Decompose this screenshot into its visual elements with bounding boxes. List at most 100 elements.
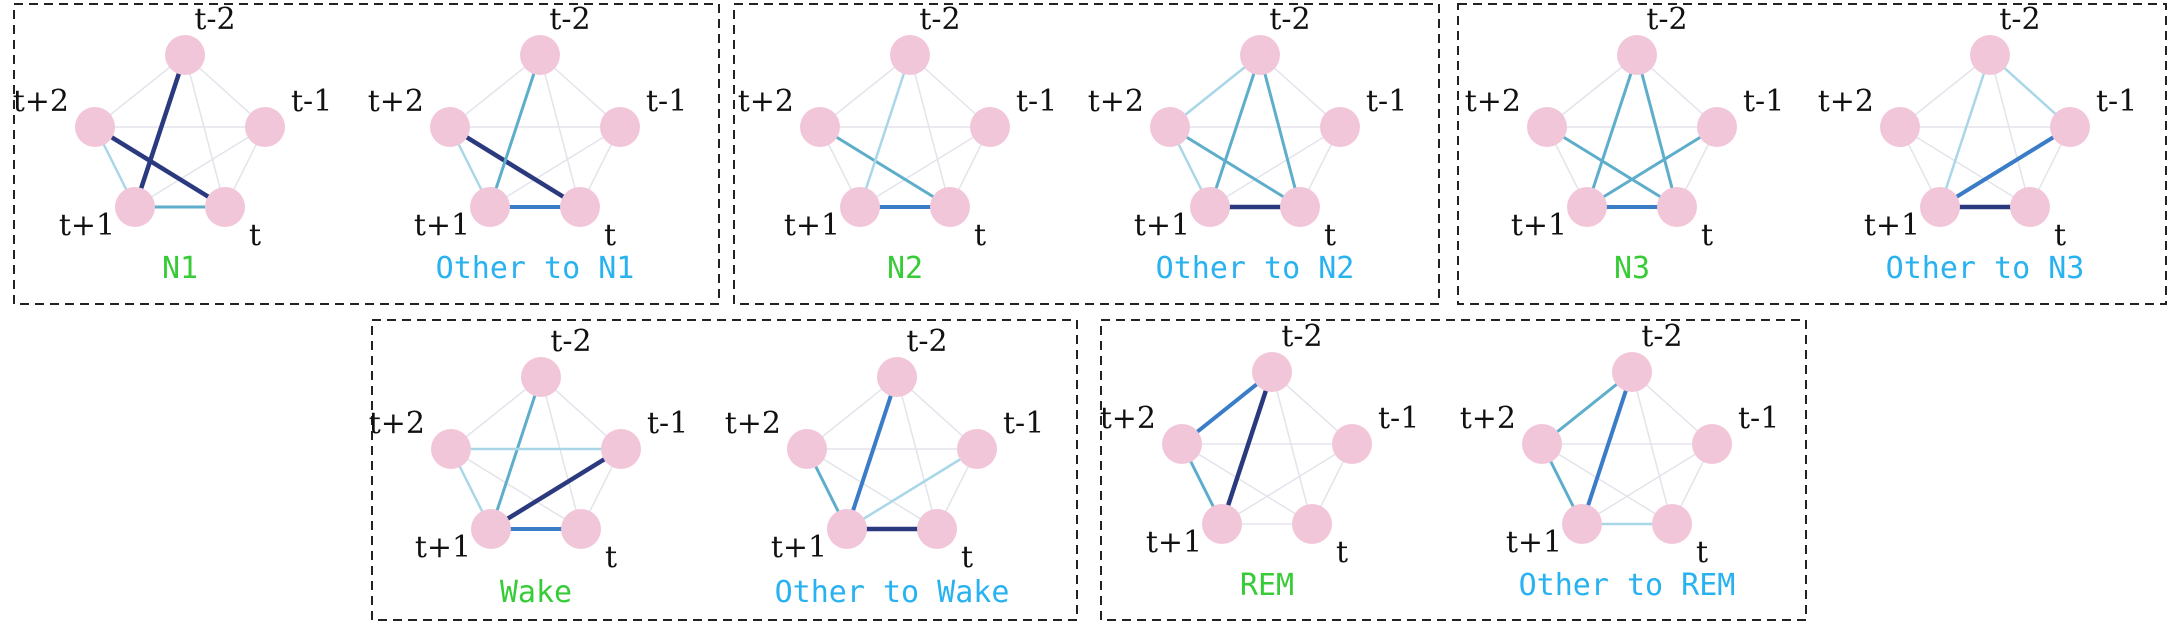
- node-tminus1: [2050, 107, 2090, 147]
- node-tminus2: [1252, 352, 1292, 392]
- node-tminus2: [1970, 35, 2010, 75]
- node-tplus2: [1880, 107, 1920, 147]
- node-label-tminus2: t-2: [550, 324, 591, 359]
- edge-tminus2-tplus1: [1580, 370, 1634, 526]
- edge-faint-t-tplus2: [1899, 126, 2031, 208]
- edge-tminus2-tplus1: [845, 375, 899, 531]
- panel-caption: REM: [1240, 568, 1294, 603]
- node-tminus1: [970, 107, 1010, 147]
- node-label-tminus2: t-2: [1646, 2, 1687, 37]
- edge-tminus1-tplus1: [845, 447, 979, 531]
- edge-tminus2-t: [1635, 53, 1679, 209]
- node-label-tminus1: t-1: [647, 406, 688, 441]
- node-label-tminus2: t-2: [906, 324, 947, 359]
- edge-faint-t-tplus2: [1181, 443, 1313, 525]
- node-tminus1: [1320, 107, 1360, 147]
- panel-caption: N1: [162, 251, 198, 286]
- node-label-tplus2: t+2: [1460, 401, 1516, 436]
- node-label-tplus1: t+1: [1146, 525, 1202, 560]
- node-label-tminus2: t-2: [549, 2, 590, 37]
- node-label-t: t: [2054, 218, 2066, 253]
- node-tminus2: [520, 35, 560, 75]
- node-label-tplus2: t+2: [1465, 84, 1521, 119]
- edge-tminus1-tplus1: [1585, 125, 1719, 209]
- edge-tminus2-tplus1: [488, 53, 542, 209]
- dashed-group-border: [1100, 319, 1807, 621]
- node-label-tminus1: t-1: [1743, 84, 1784, 119]
- node-label-tplus1: t+1: [1511, 208, 1567, 243]
- node-label-t: t: [1324, 218, 1336, 253]
- node-label-tplus2: t+2: [369, 406, 425, 441]
- node-t: [1292, 504, 1332, 544]
- node-tminus2: [877, 357, 917, 397]
- edge-faint-tminus2-t: [539, 54, 581, 208]
- node-tplus2: [1522, 424, 1562, 464]
- node-label-t: t: [961, 540, 973, 575]
- edge-tminus1-tplus1: [1938, 125, 2072, 209]
- node-tminus2: [1240, 35, 1280, 75]
- node-tplus2: [430, 107, 470, 147]
- node-label-tplus1: t+1: [415, 530, 471, 565]
- node-label-tminus1: t-1: [1738, 401, 1779, 436]
- node-label-tplus1: t+1: [1864, 208, 1920, 243]
- node-tminus1: [1692, 424, 1732, 464]
- node-tminus2: [1617, 35, 1657, 75]
- edge-tminus2-tplus1: [132, 52, 188, 210]
- node-tplus1: [1562, 504, 1602, 544]
- edge-tplus2-t: [818, 125, 952, 209]
- node-tminus1: [245, 107, 285, 147]
- edge-faint-t-tplus2: [806, 448, 938, 530]
- node-label-tminus1: t-1: [1016, 84, 1057, 119]
- node-t: [930, 187, 970, 227]
- node-t: [1657, 187, 1697, 227]
- edge-faint-tminus1-tplus1: [859, 126, 991, 208]
- node-tminus1: [601, 429, 641, 469]
- node-tplus2: [1150, 107, 1190, 147]
- edge-faint-tminus1-tplus1: [134, 126, 266, 208]
- node-label-tplus1: t+1: [59, 208, 115, 243]
- edge-faint-tminus2-t: [1631, 371, 1673, 525]
- node-tminus1: [1697, 107, 1737, 147]
- node-label-tplus2: t+2: [1100, 401, 1156, 436]
- edge-tminus2-tplus1: [1585, 53, 1639, 209]
- edge-faint-tminus1-tplus1: [1209, 126, 1341, 208]
- node-label-tminus2: t-2: [919, 2, 960, 37]
- node-label-tplus2: t+2: [738, 84, 794, 119]
- edge-faint-tminus1-tplus1: [1221, 443, 1353, 525]
- node-label-tminus2: t-2: [194, 2, 235, 37]
- node-t: [561, 509, 601, 549]
- node-label-tminus1: t-1: [646, 84, 687, 119]
- node-tplus1: [115, 187, 155, 227]
- node-t: [917, 509, 957, 549]
- node-t: [2010, 187, 2050, 227]
- node-label-tminus1: t-1: [1366, 84, 1407, 119]
- node-tplus1: [827, 509, 867, 549]
- graph-panel: t-2t-1tt+1t+2N3: [1465, 2, 1785, 286]
- edge-tminus2-tplus1: [1219, 369, 1275, 527]
- node-label-t: t: [605, 540, 617, 575]
- panel-caption: N2: [887, 251, 923, 286]
- node-tminus2: [165, 35, 205, 75]
- node-tminus2: [890, 35, 930, 75]
- panel-caption: Other to REM: [1519, 568, 1736, 603]
- graph-panel: t-2t-1tt+1t+2N2: [738, 2, 1058, 286]
- node-label-tplus2: t+2: [1088, 84, 1144, 119]
- node-label-t: t: [1701, 218, 1713, 253]
- node-tplus1: [840, 187, 880, 227]
- graph-panel: t-2t-1tt+1t+2N1: [13, 2, 333, 286]
- node-label-tminus1: t-1: [1003, 406, 1044, 441]
- node-label-tminus1: t-1: [2096, 84, 2137, 119]
- node-tplus2: [787, 429, 827, 469]
- node-t: [1280, 187, 1320, 227]
